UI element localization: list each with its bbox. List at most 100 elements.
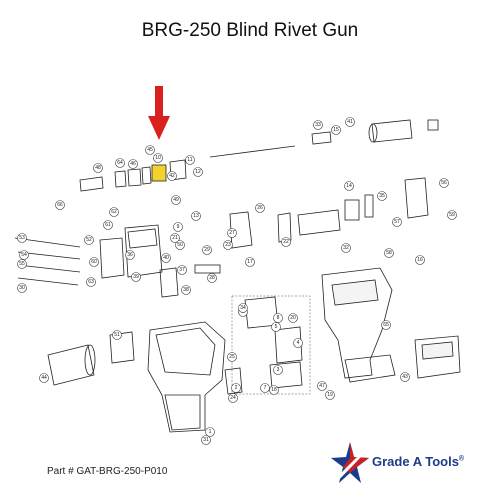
callout-label: 26 <box>257 205 263 211</box>
callout-37: 37 <box>177 265 187 275</box>
callout-4: 4 <box>293 338 303 348</box>
trigger-parts <box>109 264 243 395</box>
callout-24: 24 <box>228 393 238 403</box>
callout-label: 38 <box>183 287 189 293</box>
callout-label: 20 <box>290 315 296 321</box>
callout-label: 12 <box>195 169 201 175</box>
callout-35: 35 <box>377 191 387 201</box>
callout-65: 65 <box>381 320 391 330</box>
callout-label: 30 <box>19 285 25 291</box>
callout-label: 18 <box>271 387 277 393</box>
callout-30: 30 <box>17 283 27 293</box>
callout-61: 61 <box>103 220 113 230</box>
callout-label: 35 <box>379 193 385 199</box>
callout-36: 36 <box>125 250 135 260</box>
callout-9: 9 <box>173 222 183 232</box>
nose-sleeve <box>47 344 96 386</box>
callout-15: 15 <box>331 125 341 135</box>
callout-57: 57 <box>392 217 402 227</box>
brand-logo: Grade A Tools® <box>330 440 495 490</box>
callout-5: 5 <box>271 322 281 332</box>
callout-38: 38 <box>181 285 191 295</box>
callout-label: 14 <box>346 183 352 189</box>
callout-label: 5 <box>275 324 278 330</box>
callout-63: 63 <box>86 277 96 287</box>
callout-label: 24 <box>230 395 236 401</box>
callout-label: 17 <box>247 259 253 265</box>
callout-19: 19 <box>325 390 335 400</box>
left-cover-plates <box>99 224 163 279</box>
callout-27: 27 <box>227 228 237 238</box>
callout-label: 31 <box>203 437 209 443</box>
callout-28: 28 <box>207 273 217 283</box>
callout-label: 7 <box>264 385 267 391</box>
callout-label: 55 <box>19 261 25 267</box>
callout-22: 22 <box>281 237 291 247</box>
callout-8: 8 <box>273 313 283 323</box>
callout-10: 10 <box>153 153 163 163</box>
callout-label: 37 <box>179 267 185 273</box>
callout-3: 3 <box>273 365 283 375</box>
callout-label: 47 <box>319 383 325 389</box>
callout-21: 21 <box>170 233 180 243</box>
callout-43: 43 <box>400 372 410 382</box>
highlighted-part <box>151 164 167 182</box>
callout-label: 45 <box>147 147 153 153</box>
callout-label: 63 <box>88 279 94 285</box>
callout-46: 46 <box>128 159 138 169</box>
logo-text: Grade A Tools® <box>372 454 465 469</box>
callout-label: 44 <box>41 375 47 381</box>
callout-label: 49 <box>173 197 179 203</box>
jaw-spring-parts <box>79 159 187 192</box>
callout-52: 52 <box>84 235 94 245</box>
callout-53: 53 <box>17 233 27 243</box>
callout-label: 60 <box>91 259 97 265</box>
callout-48: 48 <box>93 163 103 173</box>
callout-66: 66 <box>55 200 65 210</box>
callout-62: 62 <box>109 207 119 217</box>
callout-label: 59 <box>449 212 455 218</box>
callout-label: 1 <box>209 429 212 435</box>
callout-label: 62 <box>111 209 117 215</box>
callout-23: 23 <box>223 240 233 250</box>
top-shaft-assembly <box>209 119 439 158</box>
callout-47: 47 <box>317 381 327 391</box>
callout-1: 1 <box>205 427 215 437</box>
callout-60: 60 <box>89 257 99 267</box>
callout-49: 49 <box>171 195 181 205</box>
main-housing-right <box>321 267 396 383</box>
callout-label: 10 <box>155 155 161 161</box>
callout-label: 11 <box>187 157 192 163</box>
callout-label: 65 <box>383 322 389 328</box>
callout-label: 3 <box>277 367 280 373</box>
callout-label: 57 <box>394 219 400 225</box>
callout-label: 8 <box>277 315 280 321</box>
long-screws <box>14 237 81 286</box>
callout-32: 32 <box>341 243 351 253</box>
callout-label: 48 <box>95 165 101 171</box>
callout-7: 7 <box>260 383 270 393</box>
callout-label: 36 <box>127 252 133 258</box>
callout-25: 25 <box>227 352 237 362</box>
callout-20: 20 <box>288 313 298 323</box>
callout-45: 45 <box>145 145 155 155</box>
callout-label: 33 <box>315 122 321 128</box>
callout-label: 23 <box>225 242 231 248</box>
callout-label: 61 <box>105 222 111 228</box>
mid-section-parts <box>229 177 429 249</box>
callout-label: 50 <box>177 242 183 248</box>
callout-label: 29 <box>204 247 210 253</box>
callout-label: 54 <box>21 252 27 258</box>
callout-44: 44 <box>39 373 49 383</box>
main-housing-left <box>147 321 226 433</box>
callout-51: 51 <box>112 330 122 340</box>
callout-label: 27 <box>229 230 235 236</box>
callout-label: 34 <box>240 305 246 311</box>
callout-34: 34 <box>238 303 248 313</box>
callout-label: 52 <box>86 237 92 243</box>
callout-56: 56 <box>439 178 449 188</box>
callout-label: 58 <box>386 250 392 256</box>
callout-58: 58 <box>384 248 394 258</box>
